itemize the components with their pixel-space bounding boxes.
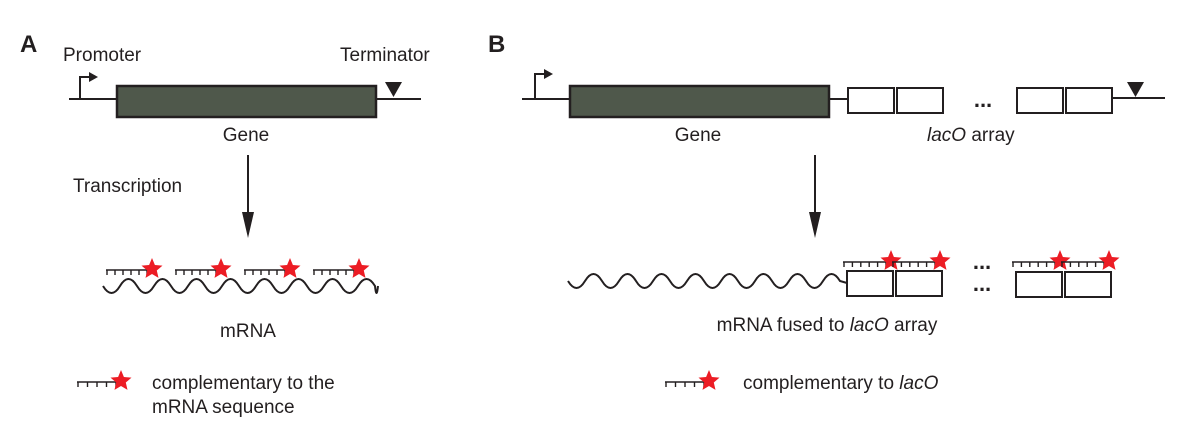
ellipsis: ...	[973, 249, 991, 274]
laco-box	[847, 87, 895, 114]
mrna-fused-label: mRNA fused to lacO array	[717, 315, 938, 336]
laco-box	[1016, 87, 1064, 114]
promoter-arrow-icon	[79, 72, 98, 99]
probe-with-fluorophore	[175, 258, 232, 278]
laco-rna-box	[895, 270, 943, 297]
gene-label-b: Gene	[675, 125, 721, 146]
probe-with-fluorophore	[106, 258, 163, 278]
mrna-label: mRNA	[220, 321, 276, 342]
probe-with-fluorophore	[77, 370, 132, 390]
laco-box	[1065, 87, 1113, 114]
ellipsis: ...	[974, 87, 992, 112]
probe-group	[106, 258, 370, 278]
laco-box	[896, 87, 944, 114]
laco-rna-box	[846, 270, 894, 297]
probe-with-fluorophore	[1012, 250, 1071, 270]
fluorophore-star-icon	[110, 370, 132, 390]
legend-probe-b: complementary to lacO	[665, 370, 939, 394]
fluorophore-star-icon	[1049, 250, 1071, 270]
laco-rna-box	[1015, 271, 1063, 298]
gene-box	[115, 84, 378, 119]
fluorophore-star-icon	[348, 258, 370, 278]
terminator-label: Terminator	[340, 45, 430, 66]
mrna-wave	[102, 278, 379, 294]
gene-label: Gene	[223, 125, 269, 146]
terminator-icon	[1127, 82, 1144, 97]
panel-a-letter: A	[20, 31, 37, 58]
transcription-arrow-icon	[809, 155, 821, 238]
probe-group	[843, 250, 1120, 270]
promoter-arrow-icon	[534, 69, 553, 99]
laco-rna-box	[1064, 271, 1112, 298]
mrna-wave	[567, 273, 848, 289]
fluorophore-star-icon	[880, 250, 902, 270]
fluorophore-star-icon	[929, 250, 951, 270]
fluorophore-star-icon	[1098, 250, 1120, 270]
probe-with-fluorophore	[843, 250, 902, 270]
panel-b-letter: B	[488, 31, 505, 58]
transcription-arrow-icon	[242, 155, 254, 238]
probe-with-fluorophore	[313, 258, 370, 278]
legend-a-line1: complementary to the	[152, 373, 335, 394]
probe-icon	[665, 370, 720, 390]
probe-with-fluorophore	[665, 370, 720, 390]
laco-array-label: lacO array	[927, 125, 1015, 146]
panel-a: A Promoter Terminator Gene Transcription…	[20, 31, 430, 418]
probe-icon	[77, 370, 132, 390]
panel-b: B Gene ... lacO array ... ...	[488, 31, 1165, 394]
fluorophore-star-icon	[698, 370, 720, 390]
gene-box-b	[568, 84, 831, 119]
probe-with-fluorophore	[244, 258, 301, 278]
fluorophore-star-icon	[210, 258, 232, 278]
promoter-label: Promoter	[63, 45, 142, 66]
probe-with-fluorophore	[1061, 250, 1120, 270]
legend-b-text: complementary to lacO	[743, 373, 939, 394]
legend-probe-a: complementary to the mRNA sequence	[77, 370, 335, 418]
ellipsis: ...	[973, 271, 991, 296]
legend-a-line2: mRNA sequence	[152, 397, 295, 418]
transcription-label: Transcription	[73, 176, 182, 197]
fluorophore-star-icon	[279, 258, 301, 278]
terminator-icon	[385, 82, 402, 97]
probe-with-fluorophore	[892, 250, 951, 270]
fluorophore-star-icon	[141, 258, 163, 278]
